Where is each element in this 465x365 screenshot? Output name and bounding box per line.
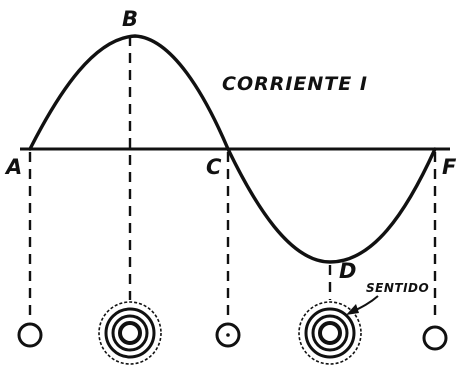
- direction-arrowhead-icon: [346, 304, 359, 315]
- current-wave: [28, 34, 437, 264]
- direction-label: SENTIDO: [366, 281, 429, 295]
- point-label-f: F: [442, 155, 457, 179]
- coil-a: [17, 322, 43, 348]
- coil-d: [298, 301, 362, 365]
- point-label-d: D: [339, 259, 356, 283]
- coil-c: [215, 322, 241, 348]
- coil-b: [98, 301, 162, 365]
- point-label-c: C: [206, 155, 222, 179]
- point-label-a: A: [4, 155, 22, 179]
- current-label: CORRIENTE I: [222, 73, 368, 95]
- coil-f: [422, 325, 448, 351]
- point-label-b: B: [122, 7, 138, 31]
